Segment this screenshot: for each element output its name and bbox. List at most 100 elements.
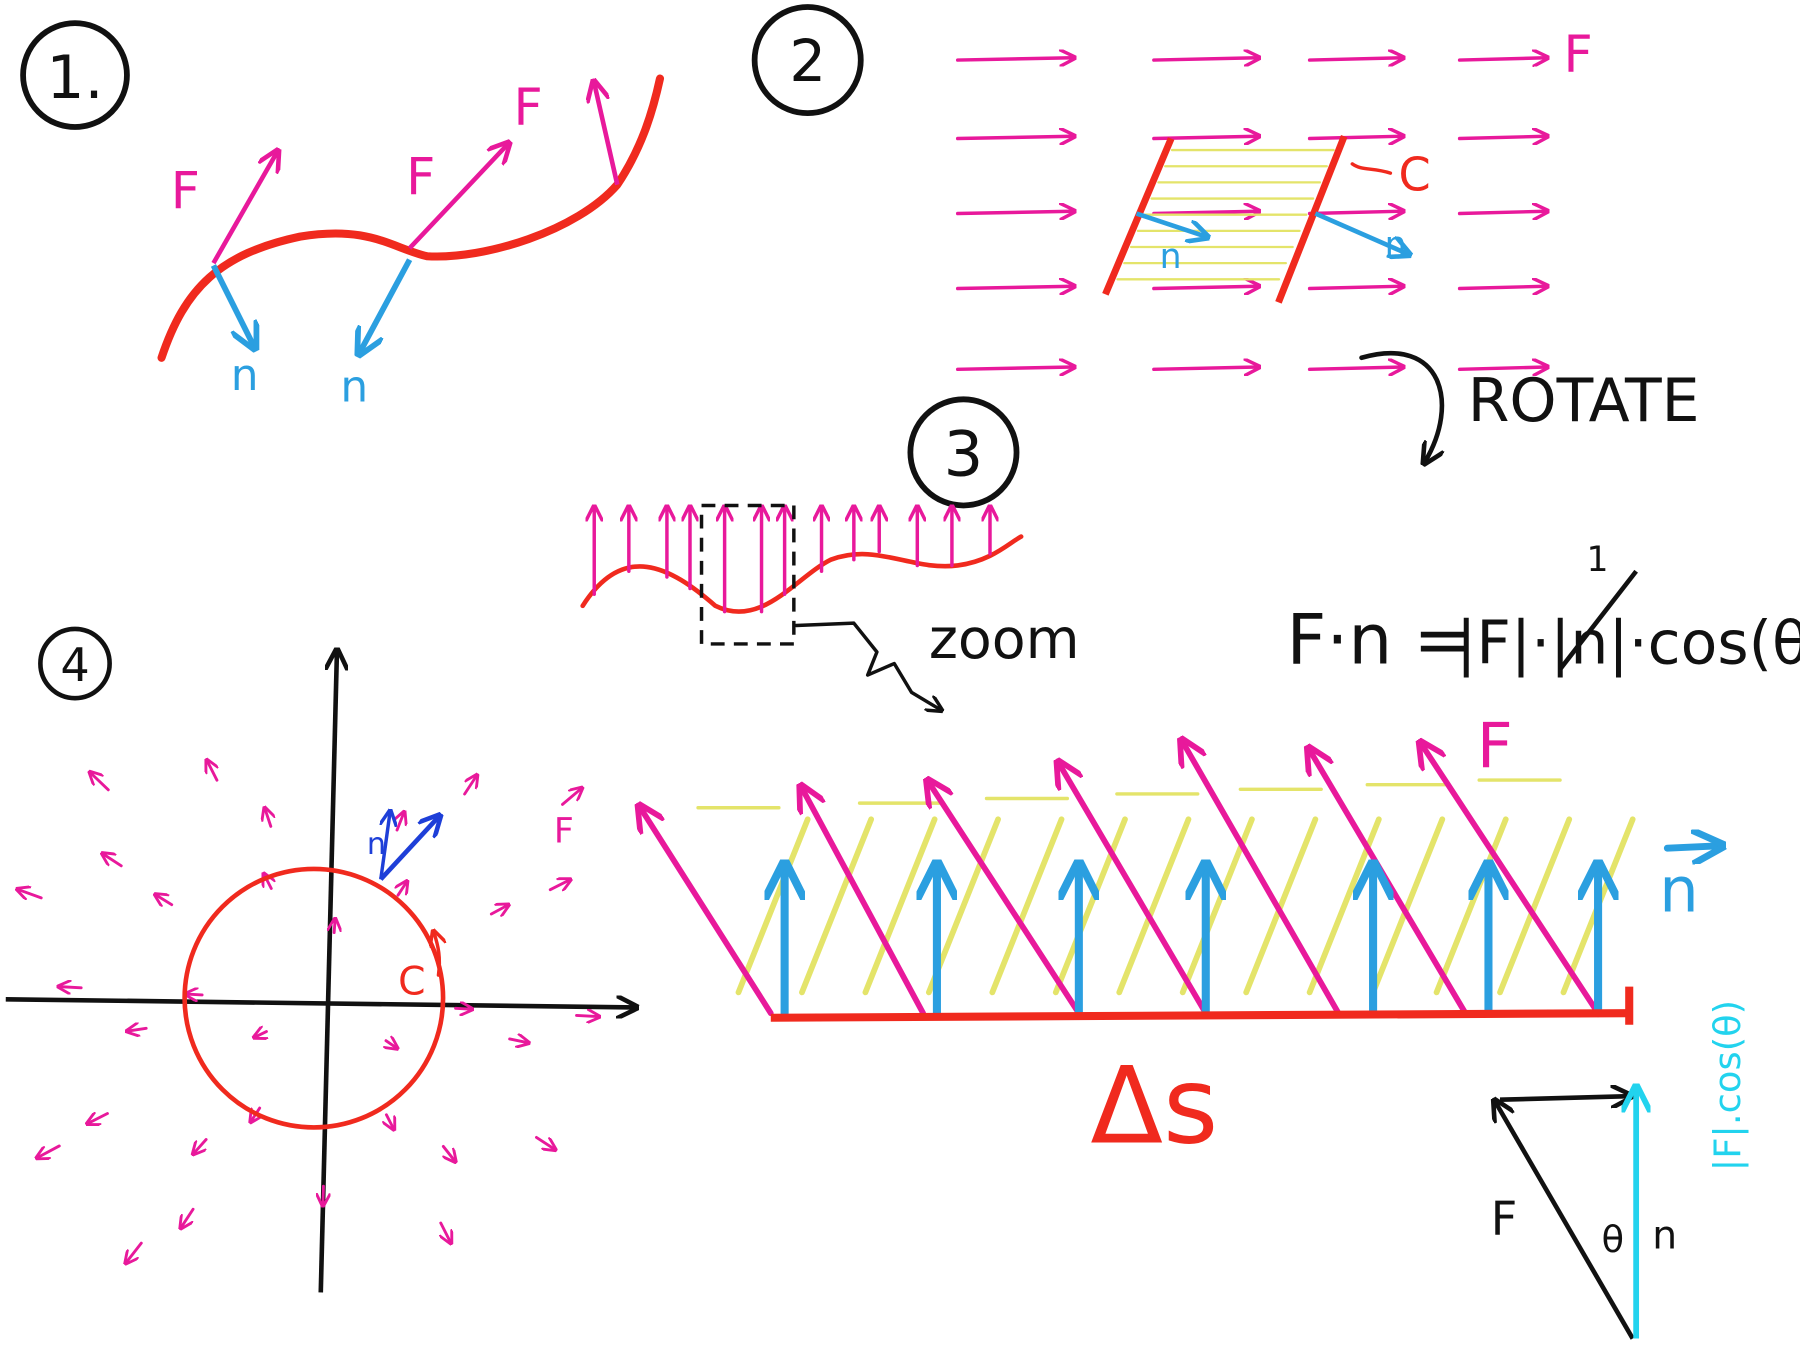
- field-arrow: [91, 773, 110, 792]
- field-arrow: [1457, 58, 1547, 60]
- field-arrow: [535, 1135, 554, 1149]
- zoom-squiggle: [794, 621, 940, 710]
- hatch-stroke: [989, 816, 1065, 996]
- force-label: F: [406, 147, 435, 206]
- normal-arrow: [379, 812, 390, 880]
- normal-label: n: [367, 827, 386, 862]
- closed-curve: [182, 866, 446, 1130]
- field-arrow: [955, 286, 1073, 288]
- hatch-stroke: [1433, 816, 1509, 996]
- field-arrow: [441, 1221, 451, 1242]
- cross-out-stroke: [1558, 569, 1638, 671]
- field-arrow: [508, 1039, 528, 1043]
- force-label: F: [1563, 25, 1592, 84]
- field-arrow: [386, 1041, 396, 1048]
- panel-number: 4: [60, 638, 89, 692]
- field-arrow: [441, 1145, 454, 1160]
- force-arrow: [594, 83, 620, 186]
- force-arrow: [929, 782, 1082, 1017]
- panel-number: 3: [944, 417, 984, 490]
- force-arrow: [640, 808, 774, 1017]
- curve-direction-arrow: [434, 932, 440, 977]
- surface-hatching: [696, 778, 1636, 996]
- formula-lhs: F·n: [1287, 601, 1393, 681]
- field-arrow: [1152, 286, 1258, 288]
- normal-label: n: [1160, 237, 1182, 277]
- panel-number: 2: [789, 27, 826, 95]
- field-arrows: [594, 508, 990, 614]
- rotate-label: ROTATE: [1468, 366, 1700, 436]
- field-arrow: [38, 1144, 61, 1158]
- tangential-component: [1499, 1096, 1629, 1099]
- hatch-stroke: [862, 816, 938, 996]
- surface-edge: [1275, 134, 1348, 304]
- curve-label: C: [1398, 147, 1430, 201]
- field-arrow: [60, 987, 83, 988]
- projection-triangle: F θ n |F|.cos(θ): [1491, 1000, 1750, 1340]
- field-arrow: [1457, 136, 1547, 138]
- normal-arrow: [1314, 211, 1407, 254]
- field-arrow: [128, 1028, 148, 1031]
- field-arrow: [194, 1138, 208, 1154]
- field-arrow: [955, 136, 1073, 138]
- normal-arrows: [785, 846, 1720, 1018]
- formula-equals: =: [1413, 601, 1471, 681]
- field-arrow: [463, 776, 477, 796]
- field-arrow: [398, 882, 406, 897]
- field-arrow: [255, 1032, 266, 1037]
- angle-label: θ: [1602, 1218, 1625, 1261]
- field-arrow: [1307, 286, 1402, 288]
- rotate-arrow: [1359, 350, 1442, 461]
- field-arrow: [156, 895, 174, 905]
- panel-2: 2 n n C F ROTATE: [751, 4, 1700, 462]
- normal-arrow: [360, 258, 413, 352]
- zoom-label: zoom: [929, 608, 1080, 672]
- force-arrow: [802, 788, 926, 1017]
- field-arrow: [323, 1184, 324, 1204]
- length-label: Δs: [1090, 1044, 1218, 1168]
- zoomed-surface-flux: Δs F n: [640, 709, 1719, 1168]
- force-arrow: [1310, 750, 1469, 1017]
- field-arrow: [1307, 58, 1402, 60]
- field-arrow: [1457, 286, 1547, 288]
- field-arrow: [489, 905, 507, 914]
- force-arrow: [1422, 744, 1601, 1017]
- panel-4: 4 C n F: [5, 626, 635, 1293]
- field-arrow: [955, 367, 1073, 369]
- field-arrow: [955, 211, 1073, 213]
- hatch-stroke: [1116, 816, 1192, 996]
- field-arrow: [88, 1114, 109, 1124]
- normal-arrow: [1135, 211, 1206, 237]
- field-arrow: [548, 880, 569, 890]
- force-label: F: [1477, 709, 1513, 782]
- formula-rhs: |F|·|n|·cos(θ): [1456, 609, 1800, 679]
- field-arrows: [955, 58, 1547, 370]
- panel-1: 1. F F F n n: [20, 20, 665, 413]
- field-arrow: [955, 58, 1073, 60]
- curve-label: C: [398, 960, 425, 1005]
- normal-label: n: [231, 350, 259, 401]
- field-arrow: [1152, 58, 1258, 60]
- field-arrow: [1152, 367, 1258, 369]
- hatch-stroke: [1497, 816, 1573, 996]
- field-arrow: [1152, 136, 1258, 138]
- dot-product-formula: F·n = |F|·|n|·cos(θ) 1: [1287, 540, 1800, 680]
- field-arrow: [386, 1113, 393, 1129]
- hatch-stroke: [1243, 816, 1319, 996]
- field-arrow: [334, 920, 335, 935]
- force-label: F: [554, 811, 574, 851]
- field-arrow: [1307, 367, 1402, 369]
- field-arrow: [575, 1015, 599, 1016]
- field-arrow: [397, 813, 404, 832]
- hatch-stroke: [1052, 816, 1128, 996]
- field-arrow: [561, 789, 582, 806]
- x-axis: [5, 999, 635, 1007]
- panel-number-circle: [20, 20, 130, 130]
- field-arrow: [1307, 136, 1402, 138]
- force-vector: [1495, 1102, 1635, 1340]
- field-arrow: [181, 1207, 195, 1227]
- surface-segment: [770, 1009, 1630, 1022]
- field-arrow: [1457, 367, 1547, 369]
- crossed-value: 1: [1587, 540, 1609, 580]
- surface-hatching: [1116, 148, 1335, 281]
